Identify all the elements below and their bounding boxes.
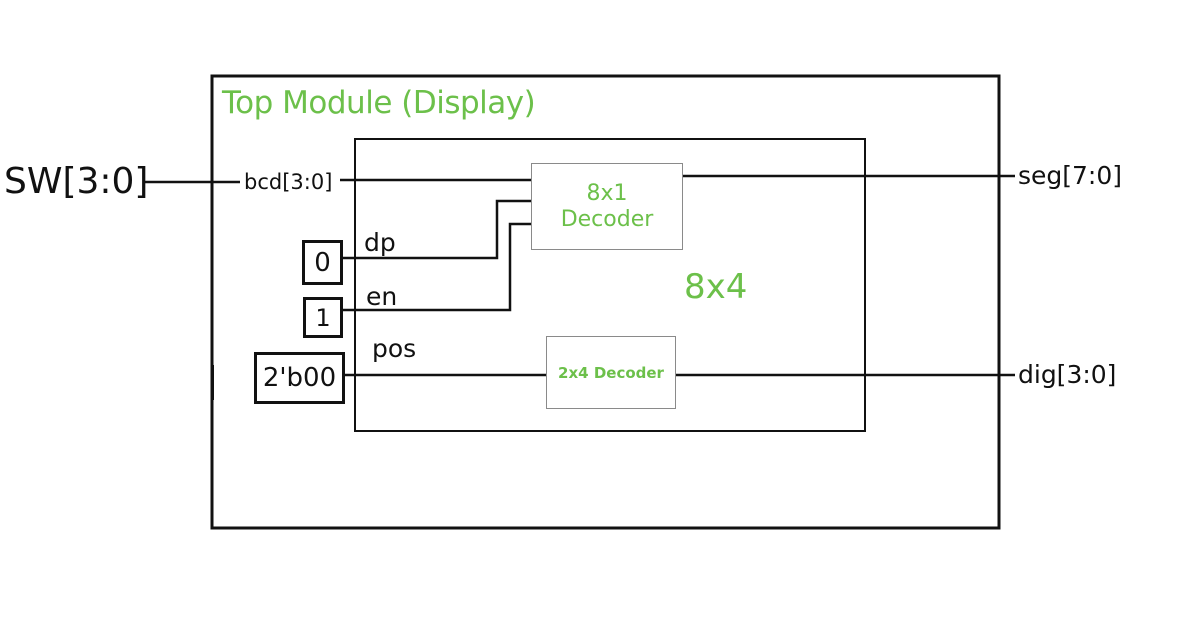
- en-constant-box: 1: [303, 297, 343, 338]
- top-module-box: [210, 74, 1001, 530]
- sw-input-label: SW[3:0]: [4, 161, 149, 202]
- en-signal-label: en: [366, 282, 398, 311]
- decoder-8x1-line2: Decoder: [560, 206, 654, 232]
- decoder-2x4-block: 2x4 Decoder: [546, 336, 676, 409]
- dp-constant-value: 0: [314, 247, 331, 278]
- pos-constant-value: 2'b00: [262, 363, 337, 393]
- dig-output-label: dig[3:0]: [1018, 360, 1117, 389]
- decoder-8x1-line1: 8x1: [586, 181, 628, 207]
- pos-signal-label: pos: [372, 334, 417, 363]
- seg-output-label: seg[7:0]: [1018, 161, 1123, 190]
- decoder-2x4-label: 2x4 Decoder: [558, 363, 664, 382]
- bcd-port-label: bcd[3:0]: [244, 170, 333, 194]
- dp-signal-label: dp: [364, 228, 396, 257]
- inner-module-box: [354, 138, 866, 432]
- pos-constant-box: 2'b00: [254, 352, 345, 404]
- top-module-title: Top Module (Display): [222, 85, 536, 121]
- inner-module-label: 8x4: [684, 267, 748, 307]
- decoder-8x1-block: 8x1 Decoder: [531, 163, 683, 250]
- en-wire: [343, 222, 532, 312]
- dp-constant-box: 0: [302, 240, 343, 285]
- en-constant-value: 1: [315, 303, 331, 332]
- dp-wire: [343, 199, 532, 260]
